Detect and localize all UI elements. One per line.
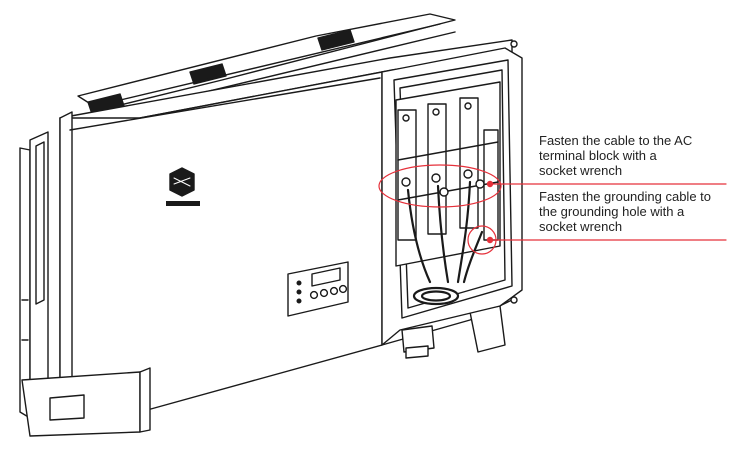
control-panel <box>287 261 349 317</box>
grounding-callout-dot <box>486 236 494 244</box>
terminal-blocks <box>395 81 501 267</box>
base-plate <box>21 367 151 437</box>
ac-cables <box>406 180 484 306</box>
cable-glands <box>401 305 506 359</box>
grounding-callout-text: Fasten the grounding cable to the ground… <box>539 189 712 234</box>
ac-terminal-callout-text: Fasten the cable to the AC terminal bloc… <box>539 133 693 178</box>
ac-terminal-marker <box>378 164 502 208</box>
ac-terminal-callout-dot <box>486 180 494 188</box>
mounting-bracket <box>19 131 49 419</box>
brand-logo-icon <box>166 167 200 206</box>
